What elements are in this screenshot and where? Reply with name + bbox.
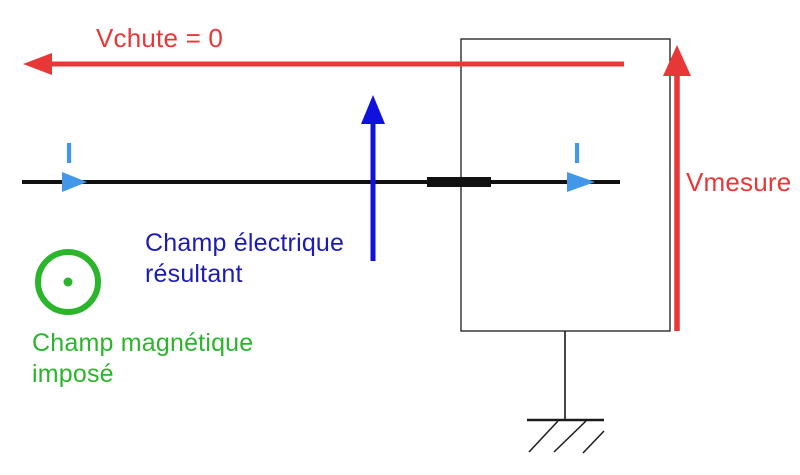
vchute-arrow bbox=[23, 53, 624, 75]
current-arrowhead-right-icon bbox=[567, 172, 595, 192]
current-label-right: I bbox=[573, 138, 582, 170]
magnetic-field-symbol-icon bbox=[35, 249, 101, 315]
measurement-box bbox=[460, 38, 671, 332]
ground-hatch-3 bbox=[582, 430, 605, 454]
ground-symbol-icon bbox=[527, 331, 605, 454]
vmesure-arrow bbox=[663, 45, 691, 331]
current-label-left: I bbox=[65, 138, 74, 170]
magnetic-field-circle bbox=[35, 249, 101, 315]
vmesure-label: Vmesure bbox=[686, 167, 792, 197]
vchute-arrowhead-icon bbox=[23, 53, 52, 75]
magnetic-field-dot bbox=[63, 277, 73, 287]
magnetic-field-label: Champ magnétique imposé bbox=[32, 329, 254, 388]
current-arrowhead-left-icon bbox=[62, 172, 87, 192]
ground-hatch-1 bbox=[528, 420, 559, 453]
electric-field-arrowhead-icon bbox=[361, 95, 385, 124]
vchute-label: Vchute = 0 bbox=[96, 23, 224, 53]
ground-hatch-2 bbox=[553, 420, 587, 453]
vmesure-arrowhead-icon bbox=[663, 45, 691, 76]
electric-field-arrow bbox=[361, 95, 385, 261]
electric-field-label: Champ électrique résultant bbox=[145, 229, 345, 288]
